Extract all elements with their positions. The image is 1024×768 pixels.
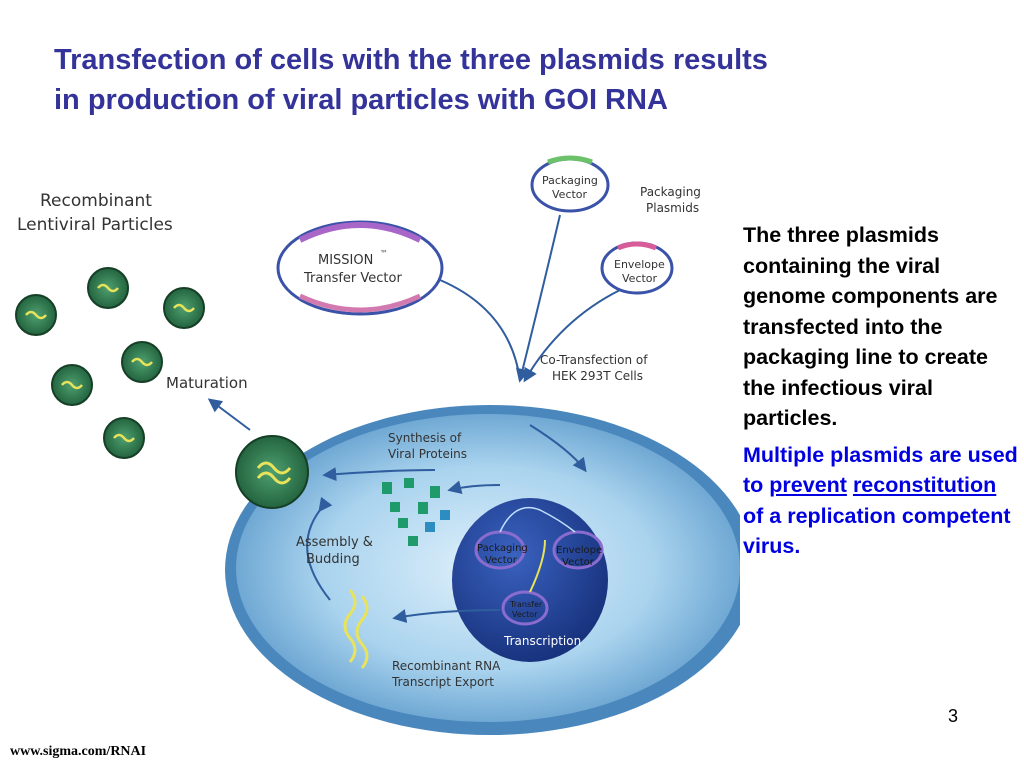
label-mission-tm: ™ bbox=[380, 249, 388, 258]
label-nucleus-transfer-2: Vector bbox=[512, 610, 538, 619]
lentiviral-production-diagram: Recombinant Lentiviral Particles Maturat… bbox=[0, 140, 740, 750]
slide-title-line-1: Transfection of cells with the three pla… bbox=[54, 44, 768, 76]
page-number: 3 bbox=[948, 706, 959, 726]
slide-title-line-2: in production of viral particles with GO… bbox=[54, 84, 668, 116]
reconstitution-link[interactable]: reconstitution bbox=[852, 473, 997, 497]
budding-virus bbox=[235, 435, 309, 509]
explanation-paragraph-1: The three plasmids containing the viral … bbox=[743, 223, 998, 430]
label-transcription: Transcription bbox=[503, 634, 581, 648]
process-arrows bbox=[207, 214, 621, 623]
label-packaging-plasmids-1: Packaging bbox=[640, 185, 701, 199]
virus-particle bbox=[103, 417, 145, 459]
slide-title: Transfection of cells with the three pla… bbox=[54, 40, 934, 120]
virus-particle bbox=[121, 341, 163, 383]
label-nucleus-packaging-2: Vector bbox=[485, 555, 518, 566]
label-nucleus-transfer-1: Transfer bbox=[509, 600, 543, 609]
envelope-vector-plasmid bbox=[600, 241, 674, 295]
virus-particle bbox=[87, 267, 129, 309]
p2-text-a: Multiple plasmids are used to bbox=[743, 442, 1018, 498]
mission-transfer-vector-plasmid bbox=[276, 220, 444, 316]
explanation-text: The three plasmids containing the viral … bbox=[743, 220, 1019, 562]
footer-url: www.sigma.com/RNAI bbox=[10, 744, 147, 759]
virus-particle bbox=[51, 364, 93, 406]
label-envelope-vector-2: Vector bbox=[622, 272, 658, 285]
label-assembly: Assembly & bbox=[296, 535, 373, 550]
label-nucleus-envelope-2: Vector bbox=[562, 557, 595, 568]
label-maturation: Maturation bbox=[166, 374, 248, 392]
label-lentiviral-particles: Lentiviral Particles bbox=[17, 215, 173, 235]
label-synthesis-1: Synthesis of bbox=[388, 431, 462, 445]
viral-proteins bbox=[382, 478, 450, 546]
prevent-link[interactable]: prevent bbox=[769, 473, 847, 497]
nucleus bbox=[452, 498, 608, 662]
rna-transcripts bbox=[343, 589, 369, 669]
virus-particle bbox=[163, 287, 205, 329]
label-recombinant: Recombinant bbox=[40, 191, 152, 211]
recombinant-particles bbox=[15, 267, 205, 459]
packaging-vector-plasmid bbox=[530, 155, 610, 213]
explanation-paragraph-2: Multiple plasmids are used to prevent re… bbox=[743, 440, 1019, 562]
label-budding: Budding bbox=[306, 552, 360, 567]
label-mission: MISSION bbox=[318, 253, 373, 268]
label-nucleus-packaging-1: Packaging bbox=[477, 543, 528, 554]
label-cotransfection-2: HEK 293T Cells bbox=[552, 369, 643, 383]
label-transfer-vector: Transfer Vector bbox=[303, 271, 402, 286]
label-packaging-plasmids-2: Plasmids bbox=[646, 201, 699, 215]
label-nucleus-envelope-1: Envelope bbox=[556, 545, 602, 556]
p2-text-c: of a replication competent virus. bbox=[743, 503, 1011, 559]
label-envelope-vector-1: Envelope bbox=[614, 258, 665, 271]
label-packaging-vector-2: Vector bbox=[552, 188, 588, 201]
label-packaging-vector-1: Packaging bbox=[542, 174, 598, 187]
label-cotransfection-1: Co-Transfection of bbox=[540, 353, 648, 367]
label-rna-export-2: Transcript Export bbox=[391, 675, 494, 689]
label-synthesis-2: Viral Proteins bbox=[388, 447, 467, 461]
label-rna-export-1: Recombinant RNA bbox=[392, 659, 501, 673]
virus-particle bbox=[15, 294, 57, 336]
